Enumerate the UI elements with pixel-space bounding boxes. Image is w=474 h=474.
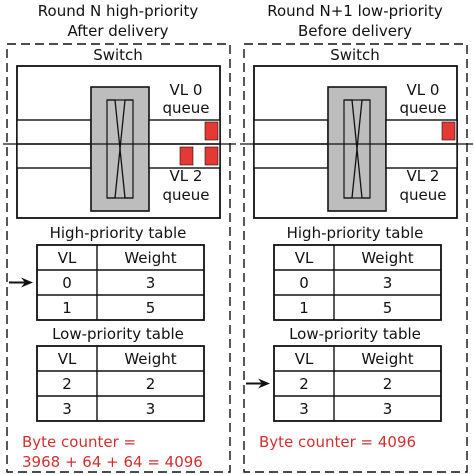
low-priority-table-header-vl: VL: [295, 350, 314, 368]
crossbar-core: [106, 99, 134, 199]
low-priority-table-frame: [273, 345, 442, 422]
low-priority-table-header-weight: Weight: [361, 350, 413, 368]
high-priority-table-row-vl: 1: [62, 299, 72, 317]
crossbar-path-up: [107, 99, 133, 199]
high-priority-table-frame: [273, 244, 442, 321]
high-priority-table-row-weight: 5: [383, 299, 393, 317]
vl2-packet: [204, 146, 219, 166]
vl0-queue-label: queue: [163, 99, 210, 117]
low-priority-table-row-weight: 2: [146, 375, 156, 393]
panel-title-line1: Round N high-priority: [38, 2, 199, 20]
low-priority-table-row-vl: 3: [62, 400, 72, 418]
vl2-queue-label: queue: [400, 186, 447, 204]
switch-label: Switch: [330, 46, 380, 64]
high-priority-table-row-weight: 5: [146, 299, 156, 317]
vl0-packet: [204, 121, 219, 141]
high-priority-table-row-vl: 0: [299, 274, 309, 292]
high-priority-table-pointer-arrow-icon: [21, 277, 33, 288]
vl0-label: VL 0: [407, 81, 440, 99]
low-priority-table-row-weight: 2: [383, 375, 393, 393]
low-priority-table-header-vl: VL: [58, 350, 77, 368]
low-priority-table-title: Low-priority table: [52, 325, 184, 343]
high-priority-table-row-weight: 3: [383, 274, 393, 292]
panel-frame: [243, 43, 468, 473]
high-priority-table-header-vl: VL: [58, 249, 77, 267]
panel-frame: [6, 43, 231, 473]
high-priority-table-header-weight: Weight: [361, 249, 413, 267]
byte-counter-line2: 3968 + 64 + 64 = 4096: [22, 453, 203, 471]
byte-counter-line1: Byte counter = 4096: [259, 433, 416, 451]
panel-title-line2: After delivery: [67, 22, 168, 40]
high-priority-table-row-vl: 0: [62, 274, 72, 292]
panel-title-line1: Round N+1 low-priority: [267, 2, 443, 20]
low-priority-table-row-weight: 3: [146, 400, 156, 418]
vl2-label: VL 2: [407, 167, 440, 185]
high-priority-table-title: High-priority table: [287, 224, 424, 242]
high-priority-table-frame: [36, 244, 205, 321]
crossbar-path-up: [344, 99, 370, 199]
panel-title-line2: Before delivery: [298, 22, 412, 40]
low-priority-table-header-weight: Weight: [124, 350, 176, 368]
vl0-queue-label: queue: [400, 99, 447, 117]
vl2-label: VL 2: [170, 167, 203, 185]
low-priority-table-pointer-arrow-icon: [258, 378, 270, 389]
byte-counter-line1: Byte counter =: [22, 433, 136, 451]
low-priority-table-title: Low-priority table: [289, 325, 421, 343]
vl0-packet: [441, 121, 456, 141]
low-priority-table-row-vl: 3: [299, 400, 309, 418]
low-priority-table-row-vl: 2: [299, 375, 309, 393]
high-priority-table-title: High-priority table: [50, 224, 187, 242]
vl0-label: VL 0: [170, 81, 203, 99]
high-priority-table-row-vl: 1: [299, 299, 309, 317]
low-priority-table-row-weight: 3: [383, 400, 393, 418]
vl2-packet: [179, 146, 194, 166]
crossbar-core: [343, 99, 371, 199]
vl2-queue-label: queue: [163, 186, 210, 204]
low-priority-table-row-vl: 2: [62, 375, 72, 393]
high-priority-table-header-vl: VL: [295, 249, 314, 267]
low-priority-table-frame: [36, 345, 205, 422]
high-priority-table-header-weight: Weight: [124, 249, 176, 267]
switch-label: Switch: [93, 46, 143, 64]
high-priority-table-row-weight: 3: [146, 274, 156, 292]
